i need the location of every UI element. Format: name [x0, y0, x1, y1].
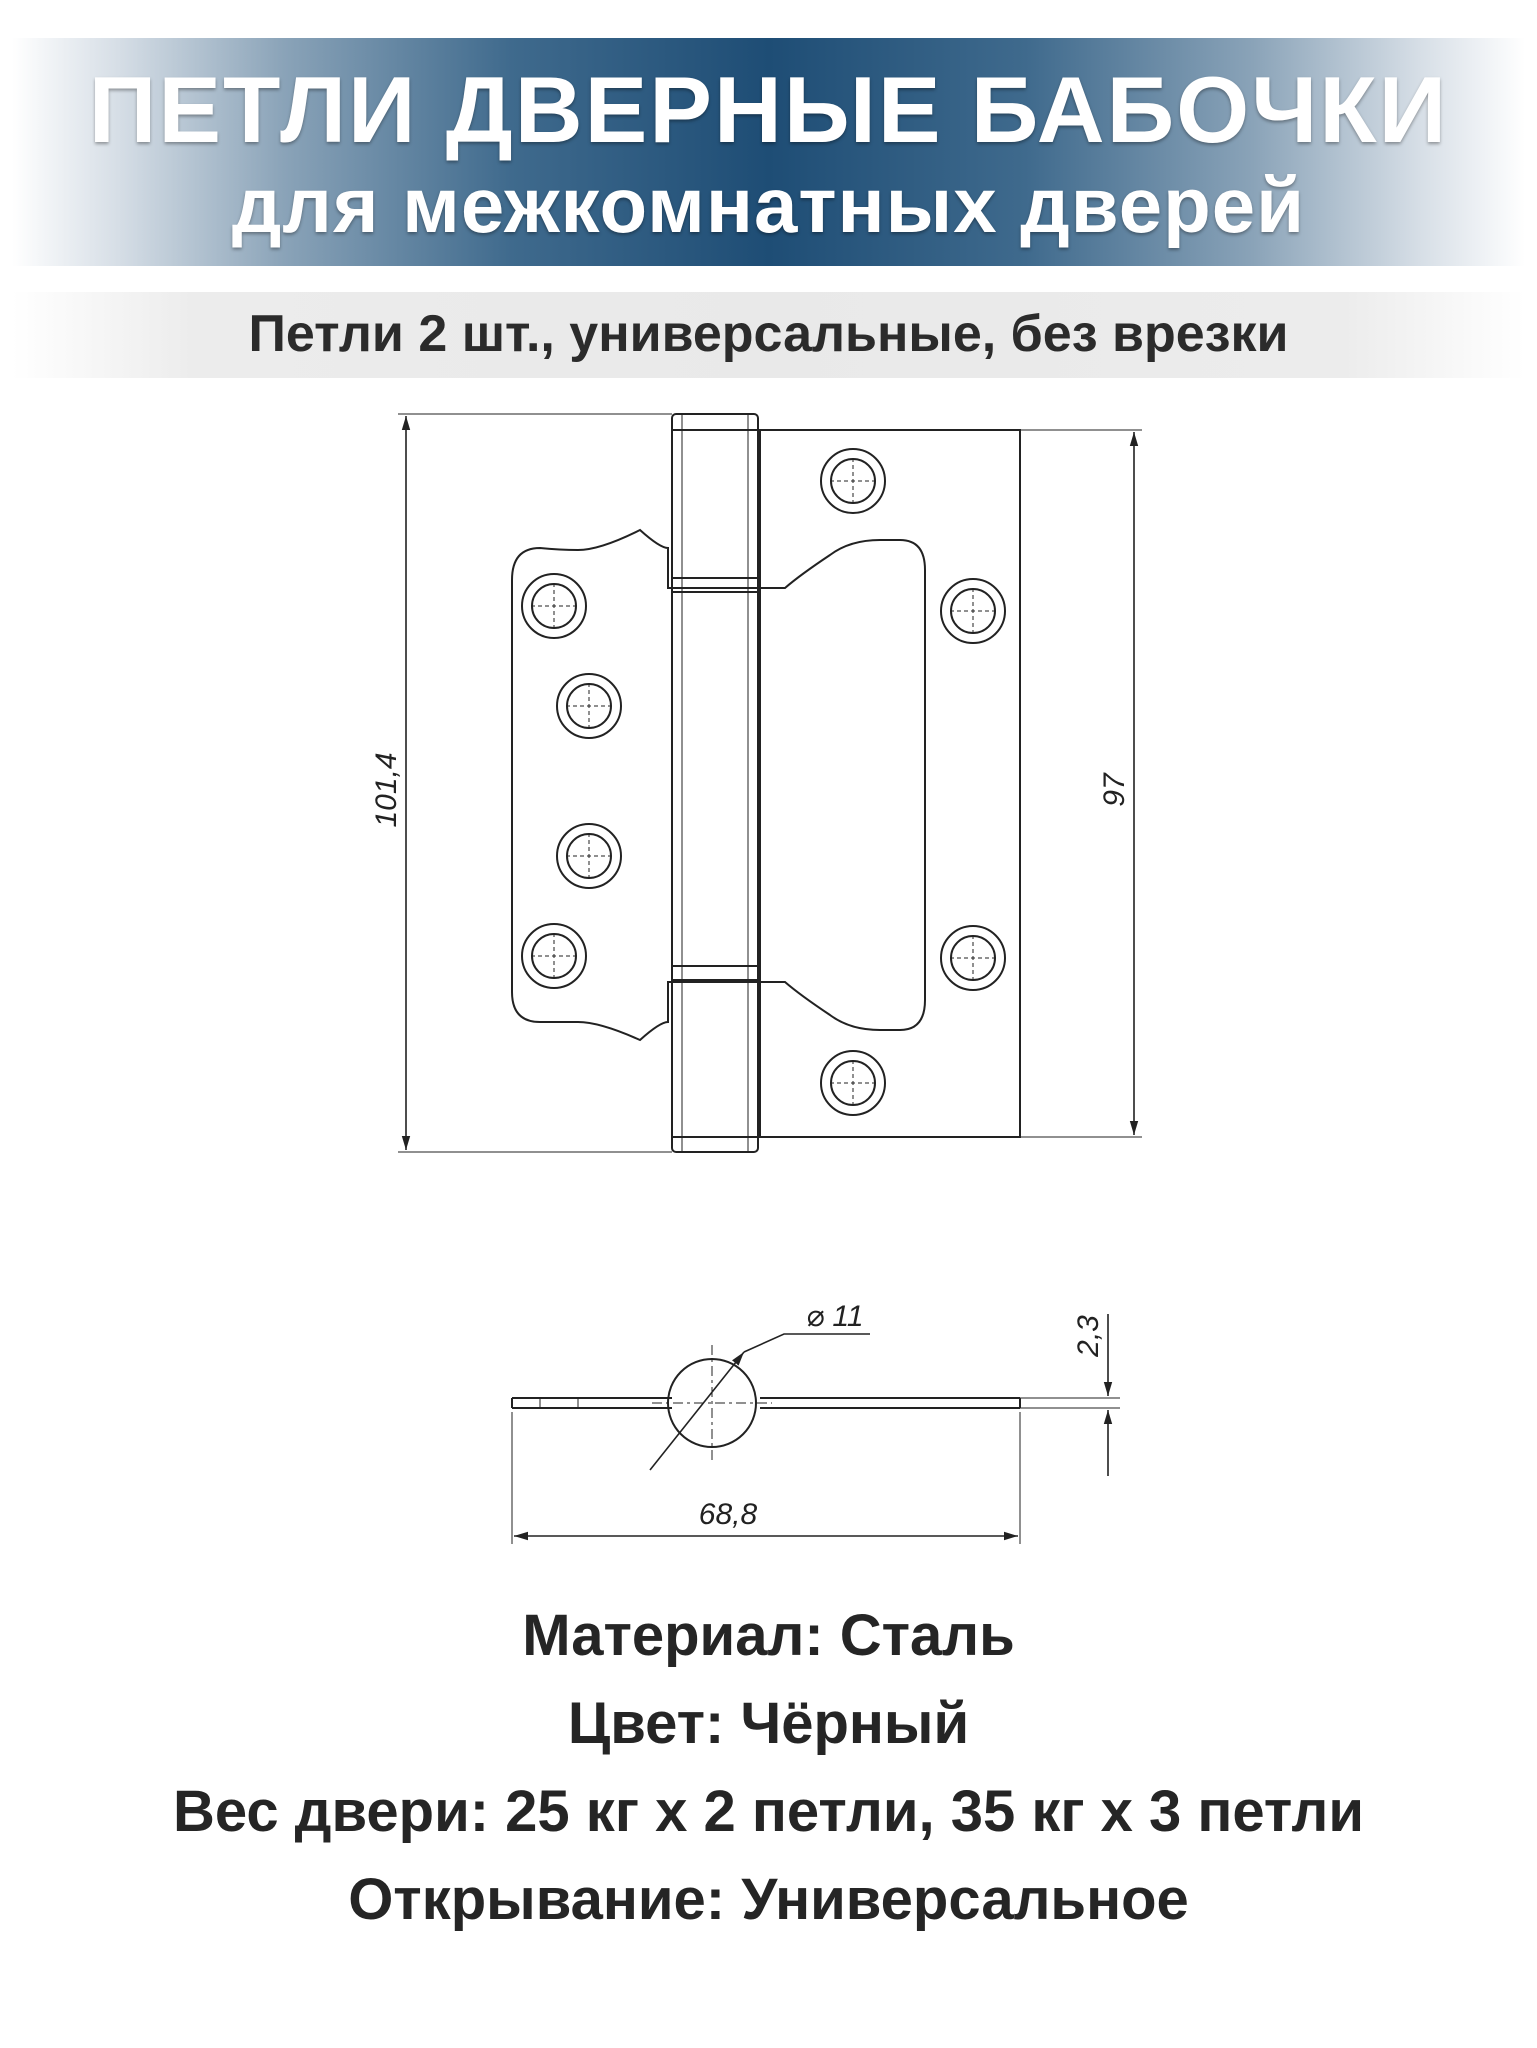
- dim-width-open: 68,8: [699, 1498, 758, 1531]
- header-banner: ПЕТЛИ ДВЕРНЫЕ БАБОЧКИ для межкомнатных д…: [12, 38, 1525, 266]
- screw-hole: [556, 823, 622, 889]
- hinge-side-view: [511, 1345, 1021, 1461]
- tagline: Петли 2 шт., универсальные, без врезки: [248, 305, 1289, 363]
- inner-leaf: [511, 528, 761, 1042]
- dim-pin-diameter: ⌀ 11: [806, 1300, 864, 1333]
- page-title: ПЕТЛИ ДВЕРНЫЕ БАБОЧКИ: [88, 57, 1449, 162]
- screw-hole: [940, 578, 1006, 644]
- screw-hole: [820, 1050, 886, 1116]
- hinge-front-view: [511, 413, 1021, 1153]
- leaf-cutout: [760, 539, 926, 1031]
- spec-material: Материал: Сталь: [522, 1603, 1015, 1668]
- screw-hole: [521, 923, 587, 989]
- knuckle: [671, 413, 759, 1153]
- tagline-bar: Петли 2 шт., универсальные, без врезки: [12, 292, 1525, 378]
- spec-door-weight: Вес двери: 25 кг х 2 петли, 35 кг х 3 пе…: [172, 1779, 1365, 1844]
- screw-hole: [940, 925, 1006, 991]
- spec-list: Материал: Сталь Цвет: Чёрный Вес двери: …: [0, 1592, 1537, 1944]
- dim-height-leaf: 97: [1098, 772, 1131, 807]
- dimension-lines: [398, 413, 1142, 1153]
- spec-opening: Открывание: Универсальное: [348, 1867, 1189, 1932]
- page-subtitle: для межкомнатных дверей: [231, 161, 1306, 249]
- dim-thickness: 2,3: [1072, 1315, 1105, 1358]
- dim-height-total: 101,4: [370, 752, 403, 827]
- screw-hole: [521, 573, 587, 639]
- screw-hole: [820, 448, 886, 514]
- side-dimension-lines: [511, 1314, 1120, 1544]
- screw-hole: [556, 673, 622, 739]
- spec-color: Цвет: Чёрный: [567, 1691, 970, 1756]
